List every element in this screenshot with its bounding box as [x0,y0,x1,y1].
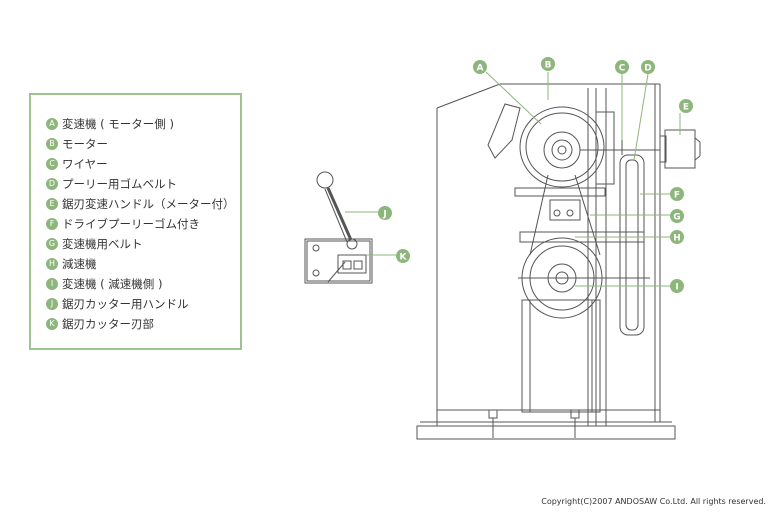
callout-badges: A B C D E F G H I J K [378,57,693,293]
legend-label: 鋸刃変速ハンドル（メーター付） [62,197,235,211]
svg-text:E: E [683,103,689,113]
svg-text:C: C [619,64,626,74]
legend-badge-h: H [46,258,58,270]
legend-item: K 鋸刃カッター刃部 [46,314,235,334]
legend-item: F ドライブプーリーゴム付き [46,214,235,234]
legend-item: J 鋸刃カッター用ハンドル [46,294,235,314]
callout-h: H [670,230,684,244]
legend-badge-d: D [46,178,58,190]
svg-text:I: I [675,283,678,293]
legend-badge-c: C [46,158,58,170]
legend-badge-g: G [46,238,58,250]
legend-label: 変速機 ( モーター側 ) [62,117,174,131]
svg-text:D: D [644,64,651,74]
svg-text:F: F [674,191,680,201]
legend-label: ワイヤー [62,157,108,171]
svg-text:A: A [477,64,484,74]
svg-text:J: J [382,210,386,220]
legend-item: C ワイヤー [46,154,235,174]
callout-a: A [473,60,487,74]
legend-badge-k: K [46,318,58,330]
legend-item: I 変速機 ( 減速機側 ) [46,274,235,294]
callout-b: B [541,57,555,71]
callout-d: D [641,60,655,74]
saw-machine-drawing [416,83,701,440]
callout-f: F [670,187,684,201]
legend-label: 減速機 [62,257,97,271]
callout-i: I [670,279,684,293]
legend-label: プーリー用ゴムベルト [62,177,177,191]
legend-item: G 変速機用ベルト [46,234,235,254]
legend-label: モーター [62,137,108,151]
callout-lines [345,71,681,287]
legend-badge-f: F [46,218,58,230]
legend-label: 鋸刃カッター刃部 [62,317,154,331]
copyright-text: Copyright(C)2007 ANDOSAW Co.Ltd. All rig… [541,497,766,506]
legend-label: 鋸刃カッター用ハンドル [62,297,189,311]
svg-text:G: G [673,213,680,223]
callout-e: E [679,99,693,113]
callout-k: K [396,249,410,263]
legend-label: ドライブプーリーゴム付き [62,217,200,231]
svg-text:B: B [545,61,552,71]
legend-label: 変速機 ( 減速機側 ) [62,277,163,291]
legend-badge-a: A [46,118,58,130]
legend-label: 変速機用ベルト [62,237,143,251]
legend-badge-j: J [46,298,58,310]
legend-list: A 変速機 ( モーター側 ) B モーター C ワイヤー D プーリー用ゴムベルト E… [46,114,235,334]
callout-g: G [670,209,684,223]
svg-text:H: H [673,234,681,244]
legend-item: A 変速機 ( モーター側 ) [46,114,235,134]
legend-badge-i: I [46,278,58,290]
callout-c: C [615,60,629,74]
svg-text:K: K [400,253,408,263]
callout-j: J [378,206,392,220]
legend-item: D プーリー用ゴムベルト [46,174,235,194]
legend-item: B モーター [46,134,235,154]
legend-badge-b: B [46,138,58,150]
legend-item: E 鋸刃変速ハンドル（メーター付） [46,194,235,214]
cutter-handle-drawing [304,171,373,284]
legend-box: A 変速機 ( モーター側 ) B モーター C ワイヤー D プーリー用ゴムベルト E… [29,93,242,350]
legend-item: H 減速機 [46,254,235,274]
legend-badge-e: E [46,198,58,210]
